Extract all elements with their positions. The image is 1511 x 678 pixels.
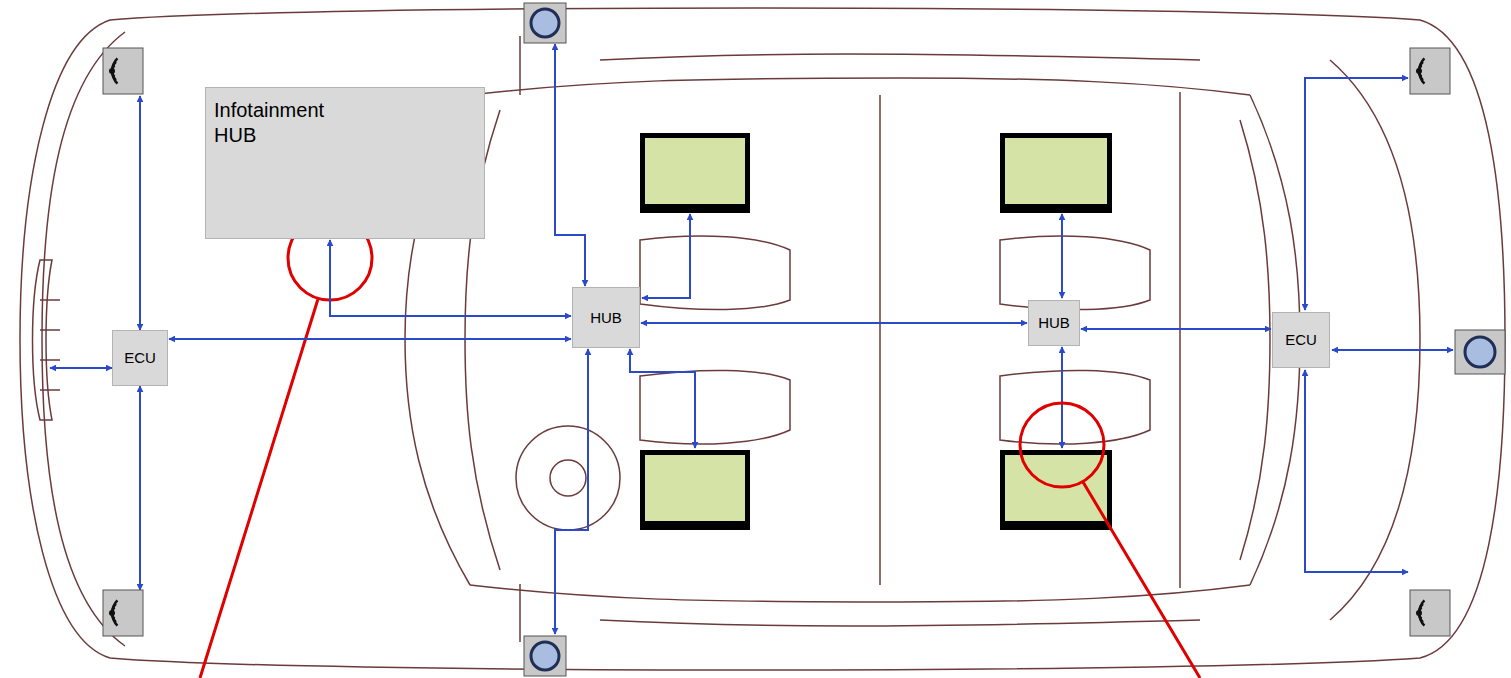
car-outline [40,300,60,390]
camera-icon [524,636,566,676]
callout-marker [200,299,318,678]
box-label: ECU [124,349,156,367]
radar-sensor [103,48,143,94]
display-screen [640,133,750,213]
network-link [641,322,1027,324]
display-screen [645,455,745,521]
car-outline [1000,236,1150,310]
radar-sensor [1410,590,1450,636]
wiring-line [555,44,585,286]
infotainment-hub-box: Infotainment HUB [205,87,485,239]
car-outline [33,260,53,420]
radar-sensor [1410,48,1450,94]
network-box: ECU [1272,312,1330,368]
car-outline [600,54,1200,626]
box-label: HUB [1038,314,1070,332]
radar-sensor [112,600,117,625]
callout-marker [200,216,1200,678]
car-outline [640,370,790,444]
car-outline [470,78,1250,95]
wiring-line [50,367,112,369]
radar-sensor [1419,600,1424,625]
network-link [169,338,571,340]
display-screen [640,450,750,530]
network-box: HUB [1028,300,1080,346]
wiring-line [50,44,1453,634]
network-box: HUB [572,287,640,348]
wiring-line [1061,347,1063,448]
network-link [330,240,571,316]
network-link [1081,328,1271,330]
display-screen [645,138,745,204]
callout-marker [1083,482,1200,678]
camera-icon [524,3,1505,676]
radar-sensor [112,58,117,83]
camera-icon [531,642,559,670]
wiring-line [139,386,141,590]
car-outline [516,426,620,530]
camera-icon [531,9,559,37]
wiring-line [630,349,695,448]
radar-sensor [1419,58,1424,83]
callout-marker [1020,403,1104,487]
camera-icon [1455,330,1505,374]
display-screen [1000,133,1112,213]
wiring-line [1332,349,1453,351]
camera-icon [524,3,566,43]
car-outline [470,585,1250,602]
car-outline [20,8,1505,670]
wiring-line [555,349,588,634]
network-box: ECU [112,330,168,386]
car-outline [880,92,1180,588]
car-outline [1240,120,1270,560]
car-outline [20,8,1505,670]
camera-icon [1465,337,1495,367]
display-screen [1005,138,1107,204]
car-outline [550,460,586,496]
car-outline [1330,60,1420,620]
wiring-line [642,214,690,298]
box-label: Infotainment HUB [214,98,354,148]
display-screen [1000,450,1112,530]
box-label: ECU [1285,331,1317,349]
radar-sensor [103,590,143,636]
wiring-line [1061,214,1063,298]
wiring-line [1305,370,1408,572]
display-screen [640,133,1112,530]
wiring-line [1305,78,1408,310]
box-label: HUB [590,309,622,327]
wiring-line [139,96,141,330]
